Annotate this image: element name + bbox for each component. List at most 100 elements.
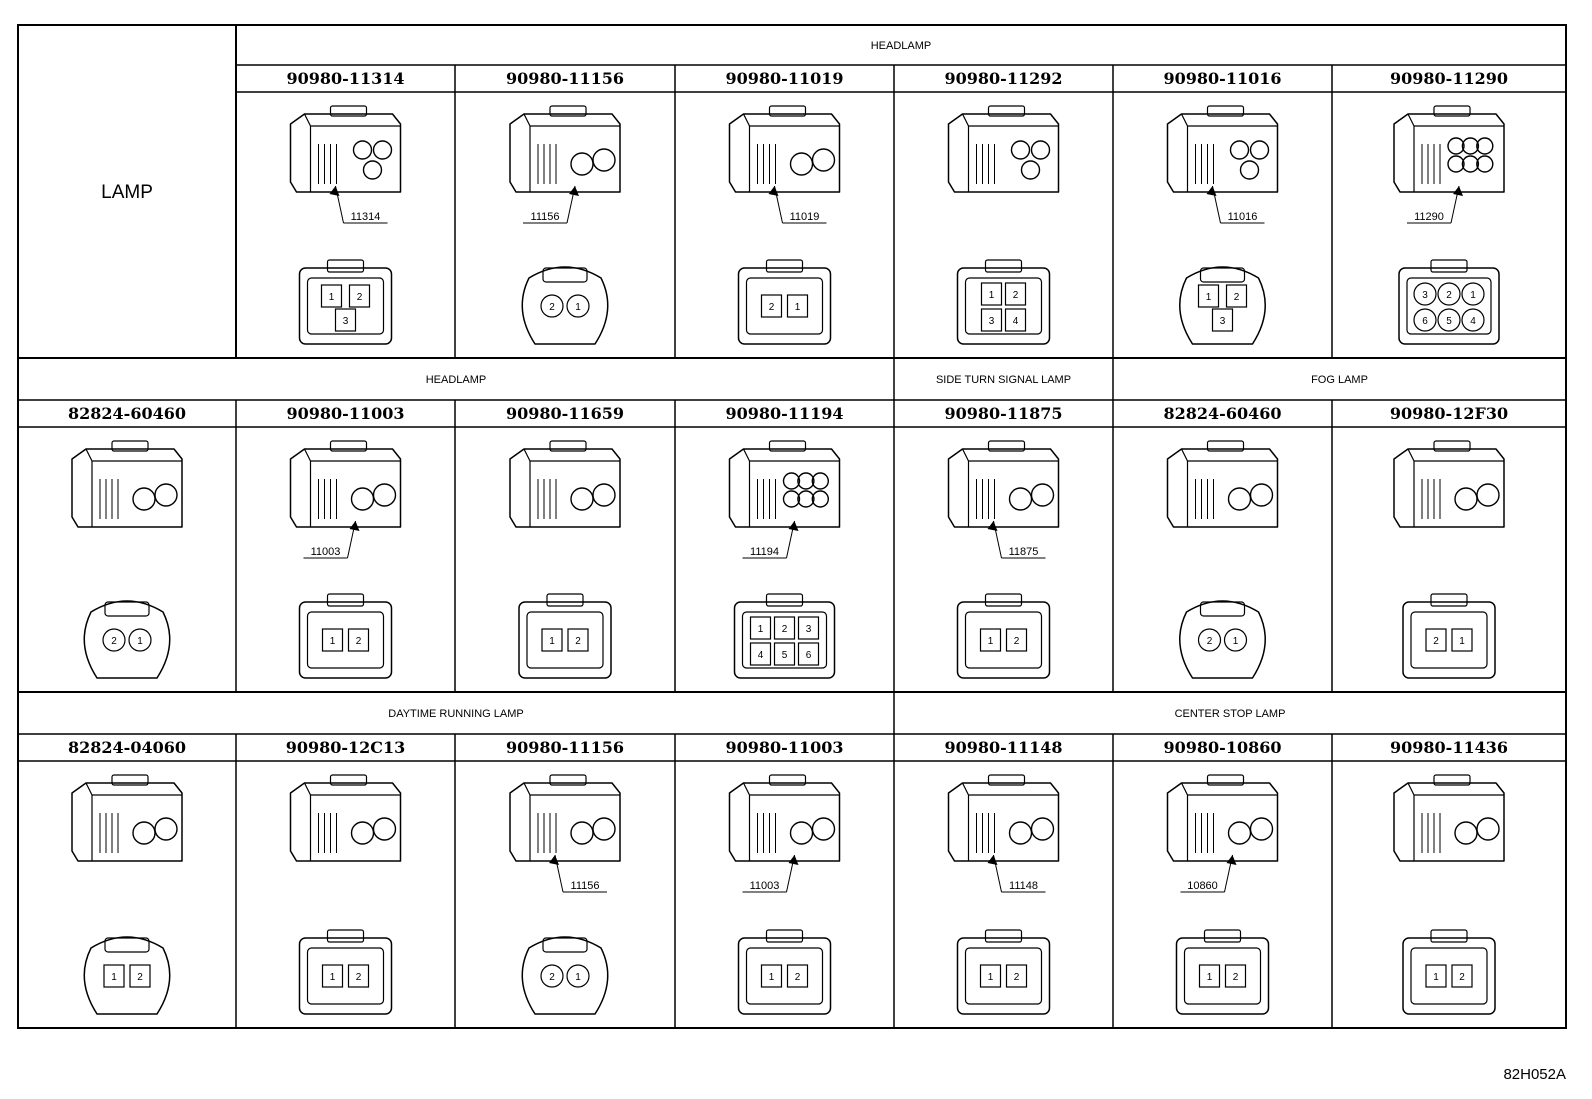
part-number: 82824-60460 bbox=[68, 404, 186, 423]
part-tag: 11148 bbox=[1009, 880, 1038, 892]
pin-number: 1 bbox=[330, 972, 336, 983]
part-tag: 11003 bbox=[750, 880, 780, 892]
part-tag-callout: 10860 bbox=[1180, 854, 1237, 893]
part-tag: 11156 bbox=[531, 211, 560, 223]
pin-number: 1 bbox=[575, 302, 581, 313]
connector-housing-icon bbox=[1166, 774, 1279, 862]
pin-number: 1 bbox=[330, 636, 336, 647]
pin-number: 1 bbox=[1459, 636, 1465, 647]
pin-number: 2 bbox=[1234, 292, 1240, 303]
part-tag-callout: 11156 bbox=[549, 854, 607, 893]
pin-number: 4 bbox=[1470, 316, 1476, 327]
part-number: 90980-11156 bbox=[506, 69, 624, 88]
part-number: 82824-04060 bbox=[68, 738, 186, 757]
part-number: 90980-12C13 bbox=[286, 738, 406, 757]
connector-housing-icon bbox=[947, 440, 1060, 528]
pin-number: 1 bbox=[769, 972, 775, 983]
part-number: 90980-11156 bbox=[506, 738, 624, 757]
part-tag-callout: 11194 bbox=[742, 520, 799, 559]
pin-number: 1 bbox=[989, 290, 995, 301]
pin-number: 2 bbox=[1013, 290, 1019, 301]
part-tag-callout: 11875 bbox=[987, 520, 1046, 559]
pin-number: 2 bbox=[549, 972, 555, 983]
pin-number: 2 bbox=[137, 972, 143, 983]
part-tag-callout: 11019 bbox=[768, 185, 827, 224]
part-number: 90980-11194 bbox=[726, 404, 844, 423]
part-number: 90980-11003 bbox=[287, 404, 405, 423]
pin-number: 2 bbox=[795, 972, 801, 983]
connector-housing-icon bbox=[509, 105, 621, 193]
part-tag-callout: 11148 bbox=[987, 854, 1046, 893]
connector-housing-icon bbox=[728, 774, 841, 862]
part-tag-callout: 11156 bbox=[523, 185, 579, 224]
part-number: 90980-11019 bbox=[726, 69, 844, 88]
part-number: 90980-11659 bbox=[506, 404, 624, 423]
pin-number: 4 bbox=[1013, 316, 1019, 327]
pin-number: 1 bbox=[1233, 636, 1239, 647]
part-tag-callout: 11003 bbox=[303, 520, 360, 559]
pin-number: 1 bbox=[758, 624, 764, 635]
pin-number: 2 bbox=[769, 302, 775, 313]
part-tag: 11016 bbox=[1228, 211, 1258, 223]
pin-number: 1 bbox=[988, 972, 994, 983]
pin-number: 3 bbox=[343, 316, 349, 327]
pin-number: 4 bbox=[758, 650, 764, 661]
section-header: HEADLAMP bbox=[871, 40, 932, 52]
connector-housing-icon bbox=[289, 774, 402, 862]
pin-number: 1 bbox=[988, 636, 994, 647]
pin-number: 1 bbox=[329, 292, 335, 303]
part-tag-callout: 11016 bbox=[1206, 185, 1265, 224]
lamp-label: LAMP bbox=[101, 182, 153, 203]
pin-number: 1 bbox=[795, 302, 801, 313]
pin-number: 1 bbox=[1433, 972, 1439, 983]
part-number: 90980-11292 bbox=[945, 69, 1063, 88]
pin-number: 2 bbox=[356, 972, 362, 983]
connector-housing-icon bbox=[947, 774, 1060, 862]
pin-number: 1 bbox=[1206, 292, 1212, 303]
pin-number: 2 bbox=[1014, 636, 1020, 647]
part-number: 90980-11148 bbox=[945, 738, 1063, 757]
section-header: CENTER STOP LAMP bbox=[1175, 708, 1286, 720]
section-header: SIDE TURN SIGNAL LAMP bbox=[936, 374, 1071, 386]
pin-number: 2 bbox=[1233, 972, 1239, 983]
connector-housing-icon bbox=[1393, 440, 1505, 528]
part-tag-callout: 11314 bbox=[329, 185, 388, 224]
section-header: FOG LAMP bbox=[1311, 374, 1368, 386]
figure-reference: 82H052A bbox=[1503, 1066, 1566, 1083]
pin-number: 3 bbox=[1220, 316, 1226, 327]
connector-housing-icon bbox=[71, 774, 183, 862]
pin-layout: 1 2 3 bbox=[1197, 284, 1248, 332]
connector-cell: 11016 1 2 3 bbox=[1166, 105, 1279, 345]
pin-number: 1 bbox=[111, 972, 117, 983]
connector-face-view: 1 2 3 bbox=[1179, 266, 1266, 345]
part-number: 90980-10860 bbox=[1164, 738, 1282, 757]
pin-number: 1 bbox=[137, 636, 143, 647]
pin-number: 2 bbox=[1014, 972, 1020, 983]
